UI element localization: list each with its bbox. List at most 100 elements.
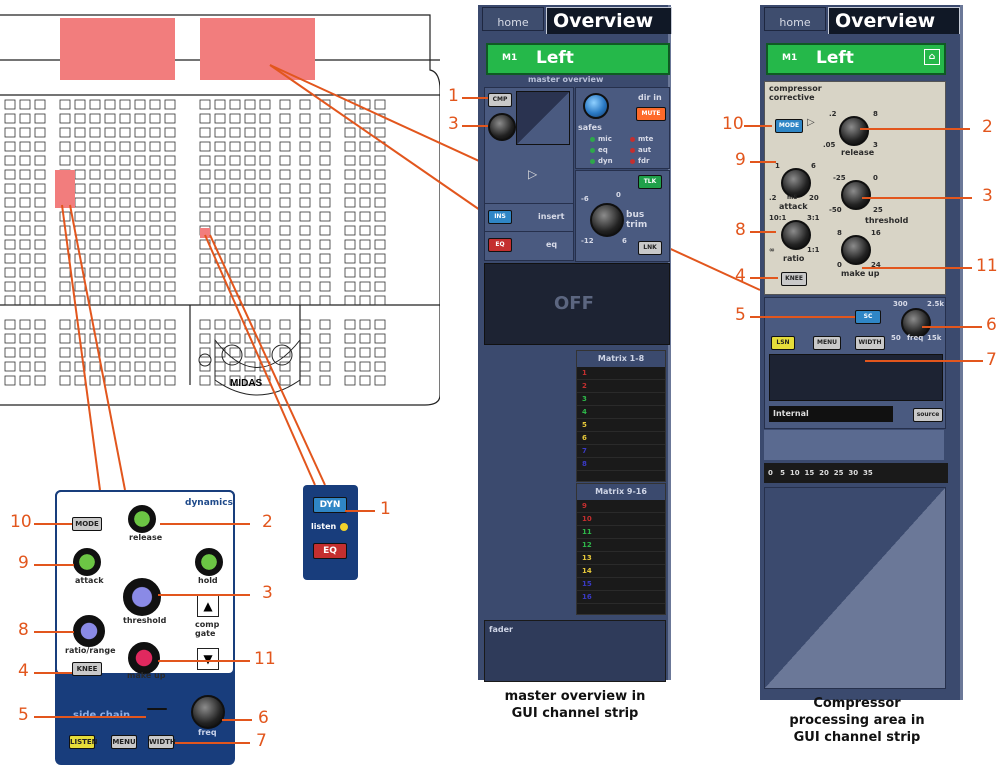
hw-threshold-label: threshold bbox=[123, 616, 167, 625]
tab-home[interactable]: home bbox=[764, 7, 826, 31]
tlk-button[interactable]: TLK bbox=[638, 175, 662, 189]
threshold-knob[interactable] bbox=[841, 180, 871, 210]
eq-button[interactable]: EQ bbox=[488, 238, 512, 252]
mode-button[interactable]: MODE bbox=[775, 119, 803, 133]
mute-button[interactable]: MUTE bbox=[636, 107, 666, 121]
lnk-button[interactable]: LNK bbox=[638, 241, 662, 255]
callout-line bbox=[862, 267, 972, 269]
matrix-row[interactable]: 2 bbox=[577, 380, 665, 393]
matrix-row[interactable]: 1 bbox=[577, 367, 665, 380]
console-control bbox=[199, 253, 211, 264]
matrix-row[interactable]: 5 bbox=[577, 419, 665, 432]
bus-trim-knob[interactable] bbox=[590, 203, 624, 237]
console-control bbox=[149, 281, 161, 292]
matrix-row[interactable]: 10 bbox=[577, 513, 665, 526]
matrix-row[interactable]: 16 bbox=[577, 591, 665, 604]
callout-line bbox=[34, 523, 72, 525]
console-control bbox=[374, 141, 386, 152]
eq-label: eq bbox=[546, 240, 558, 249]
matrix-row[interactable]: 6 bbox=[577, 432, 665, 445]
console-control bbox=[19, 169, 31, 180]
hw-listen-button[interactable]: LISTEN bbox=[69, 735, 98, 749]
matrix-row[interactable]: 15 bbox=[577, 578, 665, 591]
console-control bbox=[74, 347, 86, 358]
console-control bbox=[344, 267, 356, 278]
matrix-row[interactable]: 7 bbox=[577, 445, 665, 458]
off-label: OFF bbox=[554, 293, 594, 314]
left-screen-highlight bbox=[60, 18, 175, 80]
console-control bbox=[279, 141, 291, 152]
console-control bbox=[104, 113, 116, 124]
ratio-knob[interactable] bbox=[781, 220, 811, 250]
callout-line bbox=[750, 161, 776, 163]
hw-hold-knob[interactable] bbox=[195, 548, 223, 576]
width-button[interactable]: WIDTH bbox=[855, 336, 885, 350]
knee-button[interactable]: KNEE bbox=[781, 272, 807, 286]
console-control bbox=[59, 295, 71, 306]
tab-overview[interactable]: Overview bbox=[546, 7, 672, 34]
hw-dynamics-panel: dynamics MODE release attack hold thresh… bbox=[55, 490, 235, 765]
console-control bbox=[299, 319, 311, 330]
attack-knob[interactable] bbox=[781, 168, 811, 198]
console-control bbox=[19, 113, 31, 124]
console-control bbox=[299, 99, 311, 110]
hw-mode-button[interactable]: MODE bbox=[72, 517, 102, 531]
hw-release-knob[interactable] bbox=[128, 505, 156, 533]
hw-knee-button[interactable]: KNEE bbox=[72, 662, 102, 676]
dyn-eq-button[interactable]: EQ bbox=[313, 543, 347, 559]
console-control bbox=[59, 361, 71, 372]
ins-button[interactable]: INS bbox=[488, 210, 512, 224]
hw-threshold-knob[interactable] bbox=[123, 578, 161, 616]
hw-arrow-up-icon[interactable]: ▲ bbox=[197, 595, 219, 617]
console-control bbox=[319, 319, 331, 330]
makeup-knob[interactable] bbox=[841, 235, 871, 265]
gain-knob[interactable] bbox=[488, 113, 516, 141]
hw-sidechain-button[interactable] bbox=[147, 708, 167, 710]
source-button[interactable]: source bbox=[913, 408, 943, 422]
callout-strip2-7: 7 bbox=[986, 350, 997, 370]
console-control bbox=[89, 347, 101, 358]
matrix-row[interactable]: 13 bbox=[577, 552, 665, 565]
console-control bbox=[279, 267, 291, 278]
dyn-button[interactable]: DYN bbox=[313, 497, 347, 513]
tab-home[interactable]: home bbox=[482, 7, 544, 31]
console-control bbox=[244, 99, 256, 110]
console-control bbox=[134, 197, 146, 208]
matrix-row[interactable]: 14 bbox=[577, 565, 665, 578]
cmp-button[interactable]: CMP bbox=[488, 93, 512, 107]
direct-in-knob[interactable] bbox=[583, 93, 609, 119]
matrix-row[interactable]: 4 bbox=[577, 406, 665, 419]
scale-label: .2 bbox=[829, 110, 837, 118]
matrix-row[interactable]: 11 bbox=[577, 526, 665, 539]
console-control bbox=[259, 211, 271, 222]
console-control bbox=[299, 361, 311, 372]
release-knob[interactable] bbox=[839, 116, 869, 146]
hw-freq-knob[interactable] bbox=[191, 695, 225, 729]
sc-button[interactable]: SC bbox=[855, 310, 881, 324]
console-control bbox=[374, 295, 386, 306]
hw-attack-knob[interactable] bbox=[73, 548, 101, 576]
hw-menu-button[interactable]: MENU bbox=[111, 735, 137, 749]
hw-makeup-knob[interactable] bbox=[128, 642, 160, 674]
menu-button[interactable]: MENU bbox=[813, 336, 841, 350]
matrix-row[interactable]: 8 bbox=[577, 458, 665, 471]
matrix-row[interactable]: 9 bbox=[577, 500, 665, 513]
console-control bbox=[119, 267, 131, 278]
console-control bbox=[19, 375, 31, 386]
console-control bbox=[34, 333, 46, 344]
home-icon[interactable]: ⌂ bbox=[924, 49, 940, 65]
console-control bbox=[74, 375, 86, 386]
matrix-row[interactable]: 3 bbox=[577, 393, 665, 406]
hw-ratio-knob[interactable] bbox=[73, 615, 105, 647]
sc-freq-knob[interactable] bbox=[901, 308, 931, 338]
console-control bbox=[344, 127, 356, 138]
hw-width-button[interactable]: WIDTH bbox=[148, 735, 176, 749]
fader-area[interactable]: fader bbox=[484, 620, 666, 682]
matrix-row[interactable]: 12 bbox=[577, 539, 665, 552]
hw-arrow-down-icon[interactable]: ▼ bbox=[197, 648, 219, 670]
lsn-button[interactable]: LSN bbox=[771, 336, 795, 350]
off-display bbox=[484, 263, 670, 345]
console-control bbox=[59, 127, 71, 138]
tab-overview[interactable]: Overview bbox=[828, 7, 960, 34]
console-control bbox=[134, 99, 146, 110]
